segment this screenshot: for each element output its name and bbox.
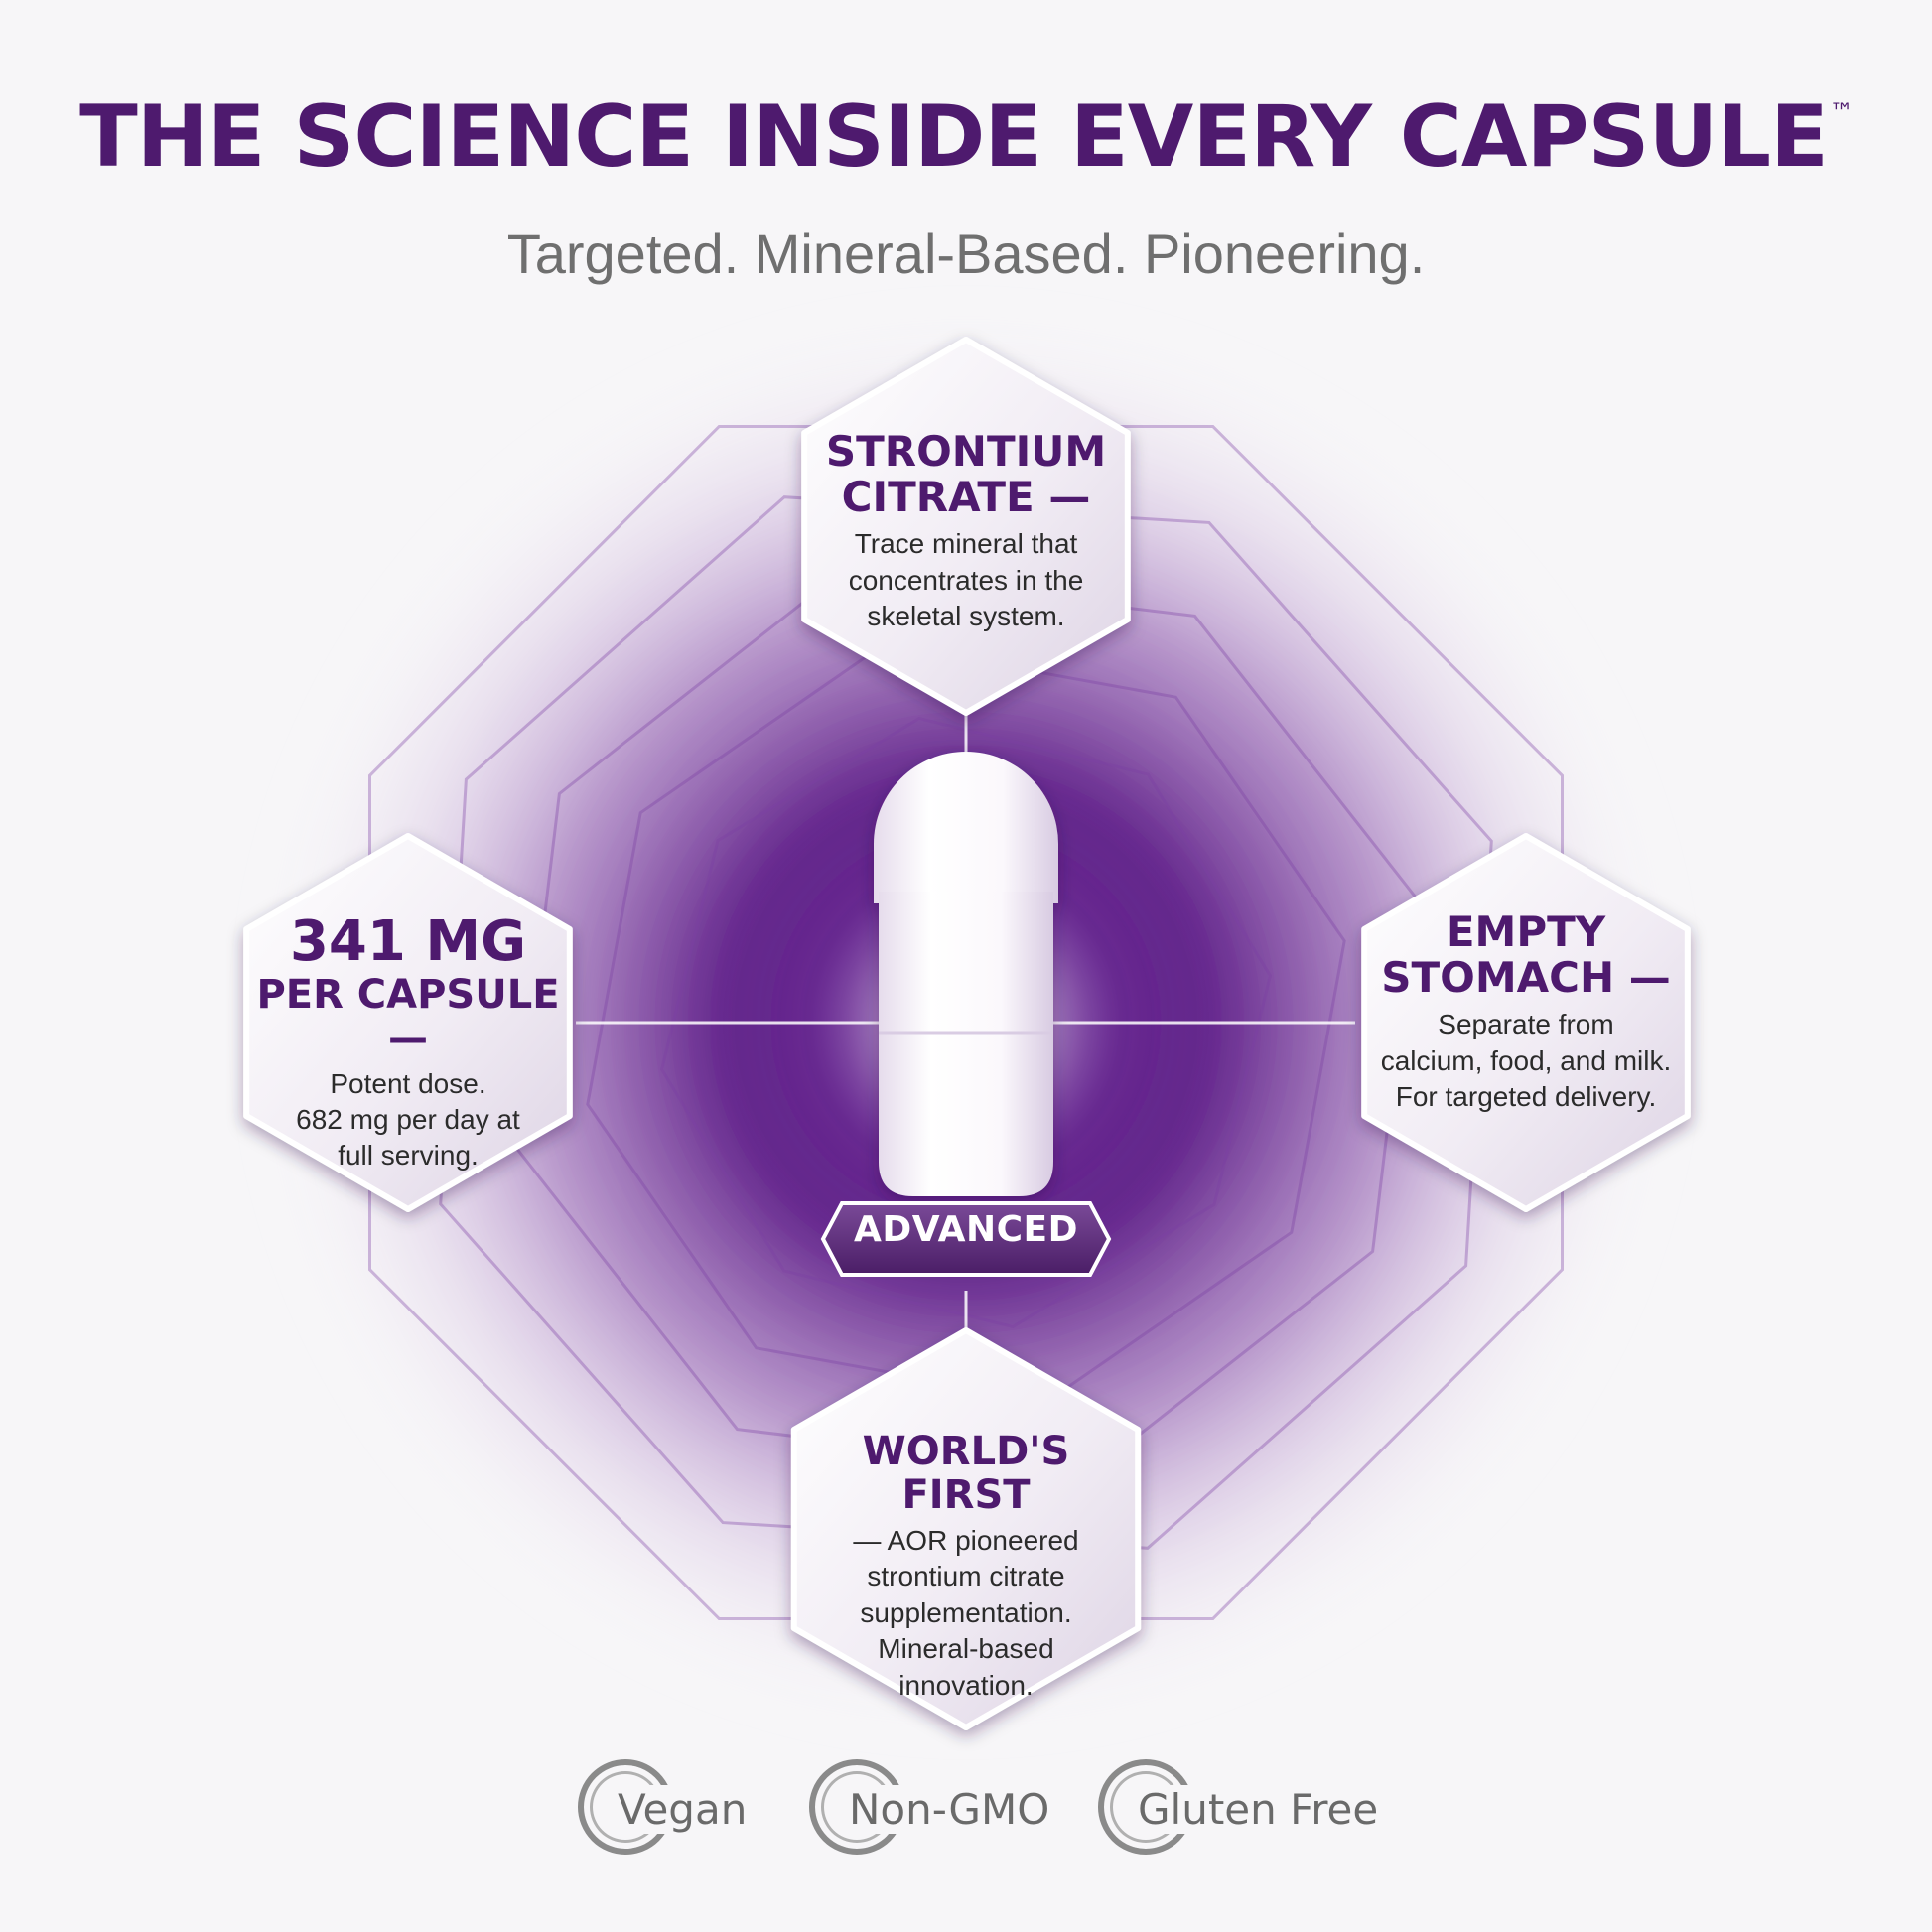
feature-title: EMPTY xyxy=(1446,907,1606,956)
advanced-badge xyxy=(820,1201,1112,1277)
page-subtitle: Targeted. Mineral-Based. Pioneering. xyxy=(506,222,1426,285)
feature-body: strontium citrate xyxy=(867,1561,1065,1592)
feature-title: PER CAPSULE — xyxy=(256,971,560,1061)
feature-body: 682 mg per day at xyxy=(296,1103,520,1135)
feature-strontium-citrate: STRONTIUM CITRATE — Trace mineral that c… xyxy=(787,427,1145,635)
feature-title: CITRATE — xyxy=(841,473,1091,522)
capsule-graphic xyxy=(874,752,1058,1196)
certification-label: Vegan xyxy=(618,1785,752,1834)
certification-label: Gluten Free xyxy=(1138,1785,1383,1834)
hexagon-left xyxy=(243,833,573,1212)
feature-dosage: 341 MG PER CAPSULE — Potent dose. 682 mg… xyxy=(234,911,582,1174)
feature-body: For targeted delivery. xyxy=(1395,1081,1657,1113)
feature-title: STOMACH — xyxy=(1381,953,1671,1003)
feature-title: 341 MG xyxy=(289,909,527,974)
feature-body: innovation. xyxy=(898,1669,1034,1701)
feature-title: WORLD'S FIRST xyxy=(862,1429,1070,1518)
advanced-badge-label: ADVANCED xyxy=(853,1209,1079,1250)
feature-body: calcium, food, and milk. xyxy=(1380,1044,1672,1076)
feature-body: full serving. xyxy=(338,1140,479,1172)
hexagon-right xyxy=(1361,833,1691,1212)
feature-body: concentrates in the xyxy=(848,564,1084,596)
hexagon-top xyxy=(801,337,1131,716)
hexagon-bottom xyxy=(790,1327,1142,1730)
feature-body: skeletal system. xyxy=(867,601,1065,632)
decorative-ring xyxy=(659,716,1273,1329)
feature-worlds-first: WORLD'S FIRST — AOR pioneered strontium … xyxy=(792,1430,1140,1704)
feature-body: Separate from xyxy=(1438,1009,1614,1040)
feature-title: STRONTIUM xyxy=(825,427,1107,476)
feature-body: supplementation. xyxy=(860,1596,1072,1628)
feature-body: Potent dose. xyxy=(330,1067,486,1099)
feature-empty-stomach: EMPTY STOMACH — Separate from calcium, f… xyxy=(1352,907,1700,1116)
certification-label: Non-GMO xyxy=(849,1785,1054,1834)
feature-body: — AOR pioneered xyxy=(853,1525,1079,1556)
page-title: THE SCIENCE INSIDE EVERY CAPSULE™ xyxy=(79,87,1854,187)
feature-body: Trace mineral that xyxy=(854,528,1078,560)
feature-body: Mineral-based xyxy=(878,1633,1054,1665)
trademark-symbol: ™ xyxy=(1829,98,1854,126)
